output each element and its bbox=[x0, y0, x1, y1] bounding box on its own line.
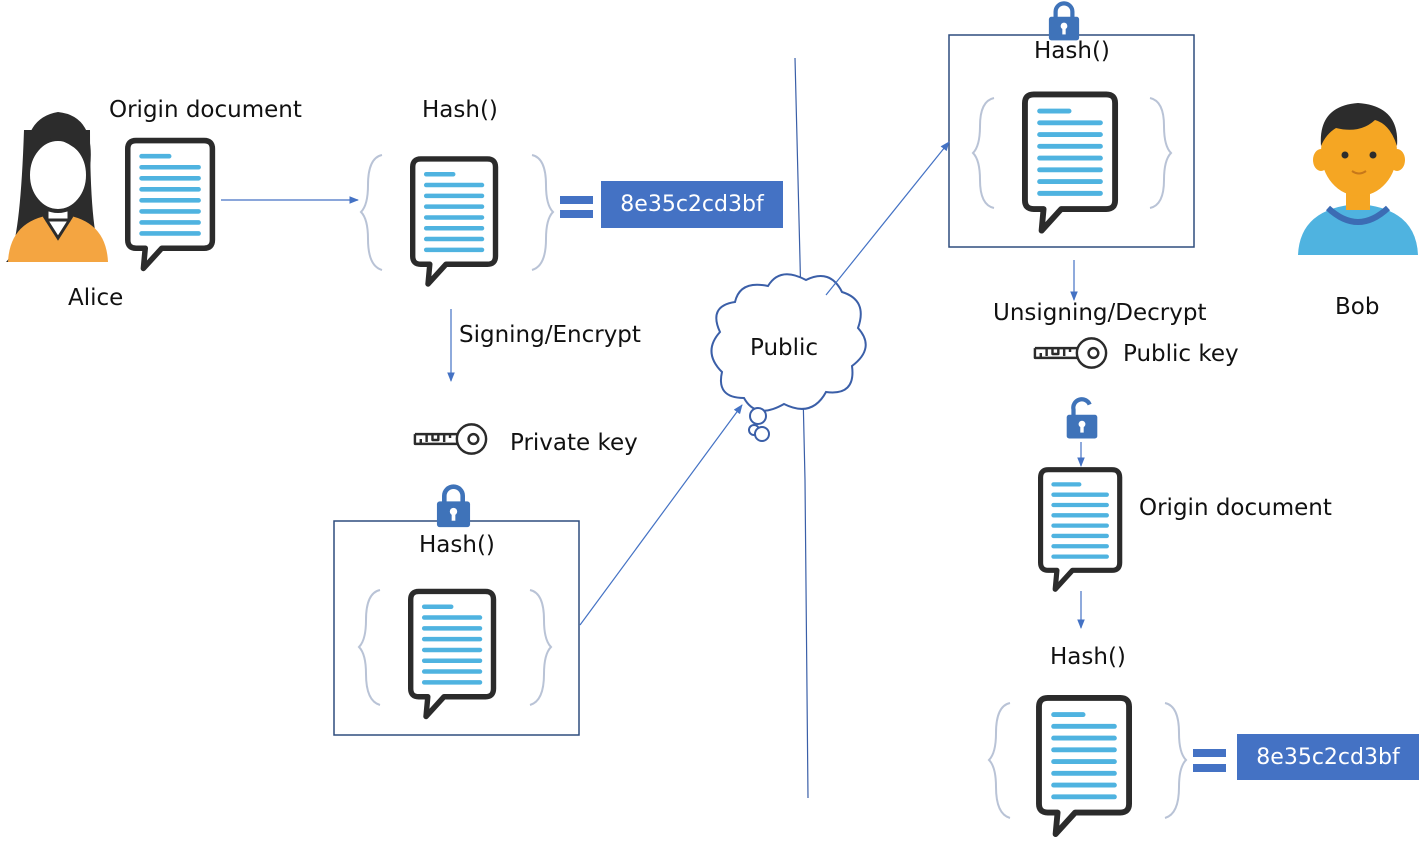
lock-closed-icon bbox=[1049, 3, 1079, 40]
public-label: Public bbox=[750, 335, 819, 361]
sender-hash-label: Hash() bbox=[422, 97, 498, 123]
sender-signed-braces bbox=[357, 589, 553, 706]
sender-hash-value: 8e35c2cd3bf bbox=[601, 181, 783, 228]
lock-open-icon bbox=[1067, 399, 1098, 438]
signing-step-label: Signing/Encrypt bbox=[459, 322, 641, 348]
receiver-signed-document-icon bbox=[1025, 94, 1115, 230]
person-bob-icon bbox=[1298, 103, 1418, 255]
sender-signed-hash-label: Hash() bbox=[419, 532, 495, 558]
receiver-signed-braces bbox=[971, 97, 1173, 209]
arrow-public-to-receiver bbox=[825, 141, 950, 296]
cloud-icon bbox=[710, 273, 867, 442]
sender-hash-document-icon bbox=[413, 159, 496, 284]
alice-doc-label: Origin document bbox=[109, 97, 302, 123]
receiver-hash-label: Hash() bbox=[1050, 644, 1126, 670]
sender-hash-braces bbox=[359, 154, 555, 271]
arrow-signed-to-public bbox=[579, 404, 743, 626]
receiver-equals-icon bbox=[1193, 749, 1226, 772]
sender-signed-document-icon bbox=[411, 591, 494, 716]
bob-label: Bob bbox=[1335, 294, 1380, 320]
private-key-label: Private key bbox=[510, 430, 638, 456]
alice-label: Alice bbox=[68, 285, 124, 311]
public-key-icon bbox=[1033, 337, 1108, 369]
private-key-icon bbox=[413, 423, 488, 455]
sender-equals-icon bbox=[560, 196, 593, 218]
receiver-origin-document-icon bbox=[1041, 470, 1120, 590]
receiver-signed-hash-label: Hash() bbox=[1034, 38, 1110, 64]
alice-document-icon bbox=[128, 141, 213, 269]
receiver-hash-value: 8e35c2cd3bf bbox=[1237, 734, 1419, 780]
receiver-hash-document-icon bbox=[1039, 698, 1129, 834]
divider-line bbox=[794, 57, 809, 799]
unsigning-step-label: Unsigning/Decrypt bbox=[993, 300, 1207, 326]
lock-closed-icon bbox=[437, 487, 470, 527]
public-key-label: Public key bbox=[1123, 341, 1239, 367]
flow-arrows bbox=[221, 141, 1085, 629]
person-alice-icon bbox=[6, 112, 108, 262]
receiver-hash-braces bbox=[987, 702, 1188, 819]
receiver-doc-label: Origin document bbox=[1139, 495, 1332, 521]
